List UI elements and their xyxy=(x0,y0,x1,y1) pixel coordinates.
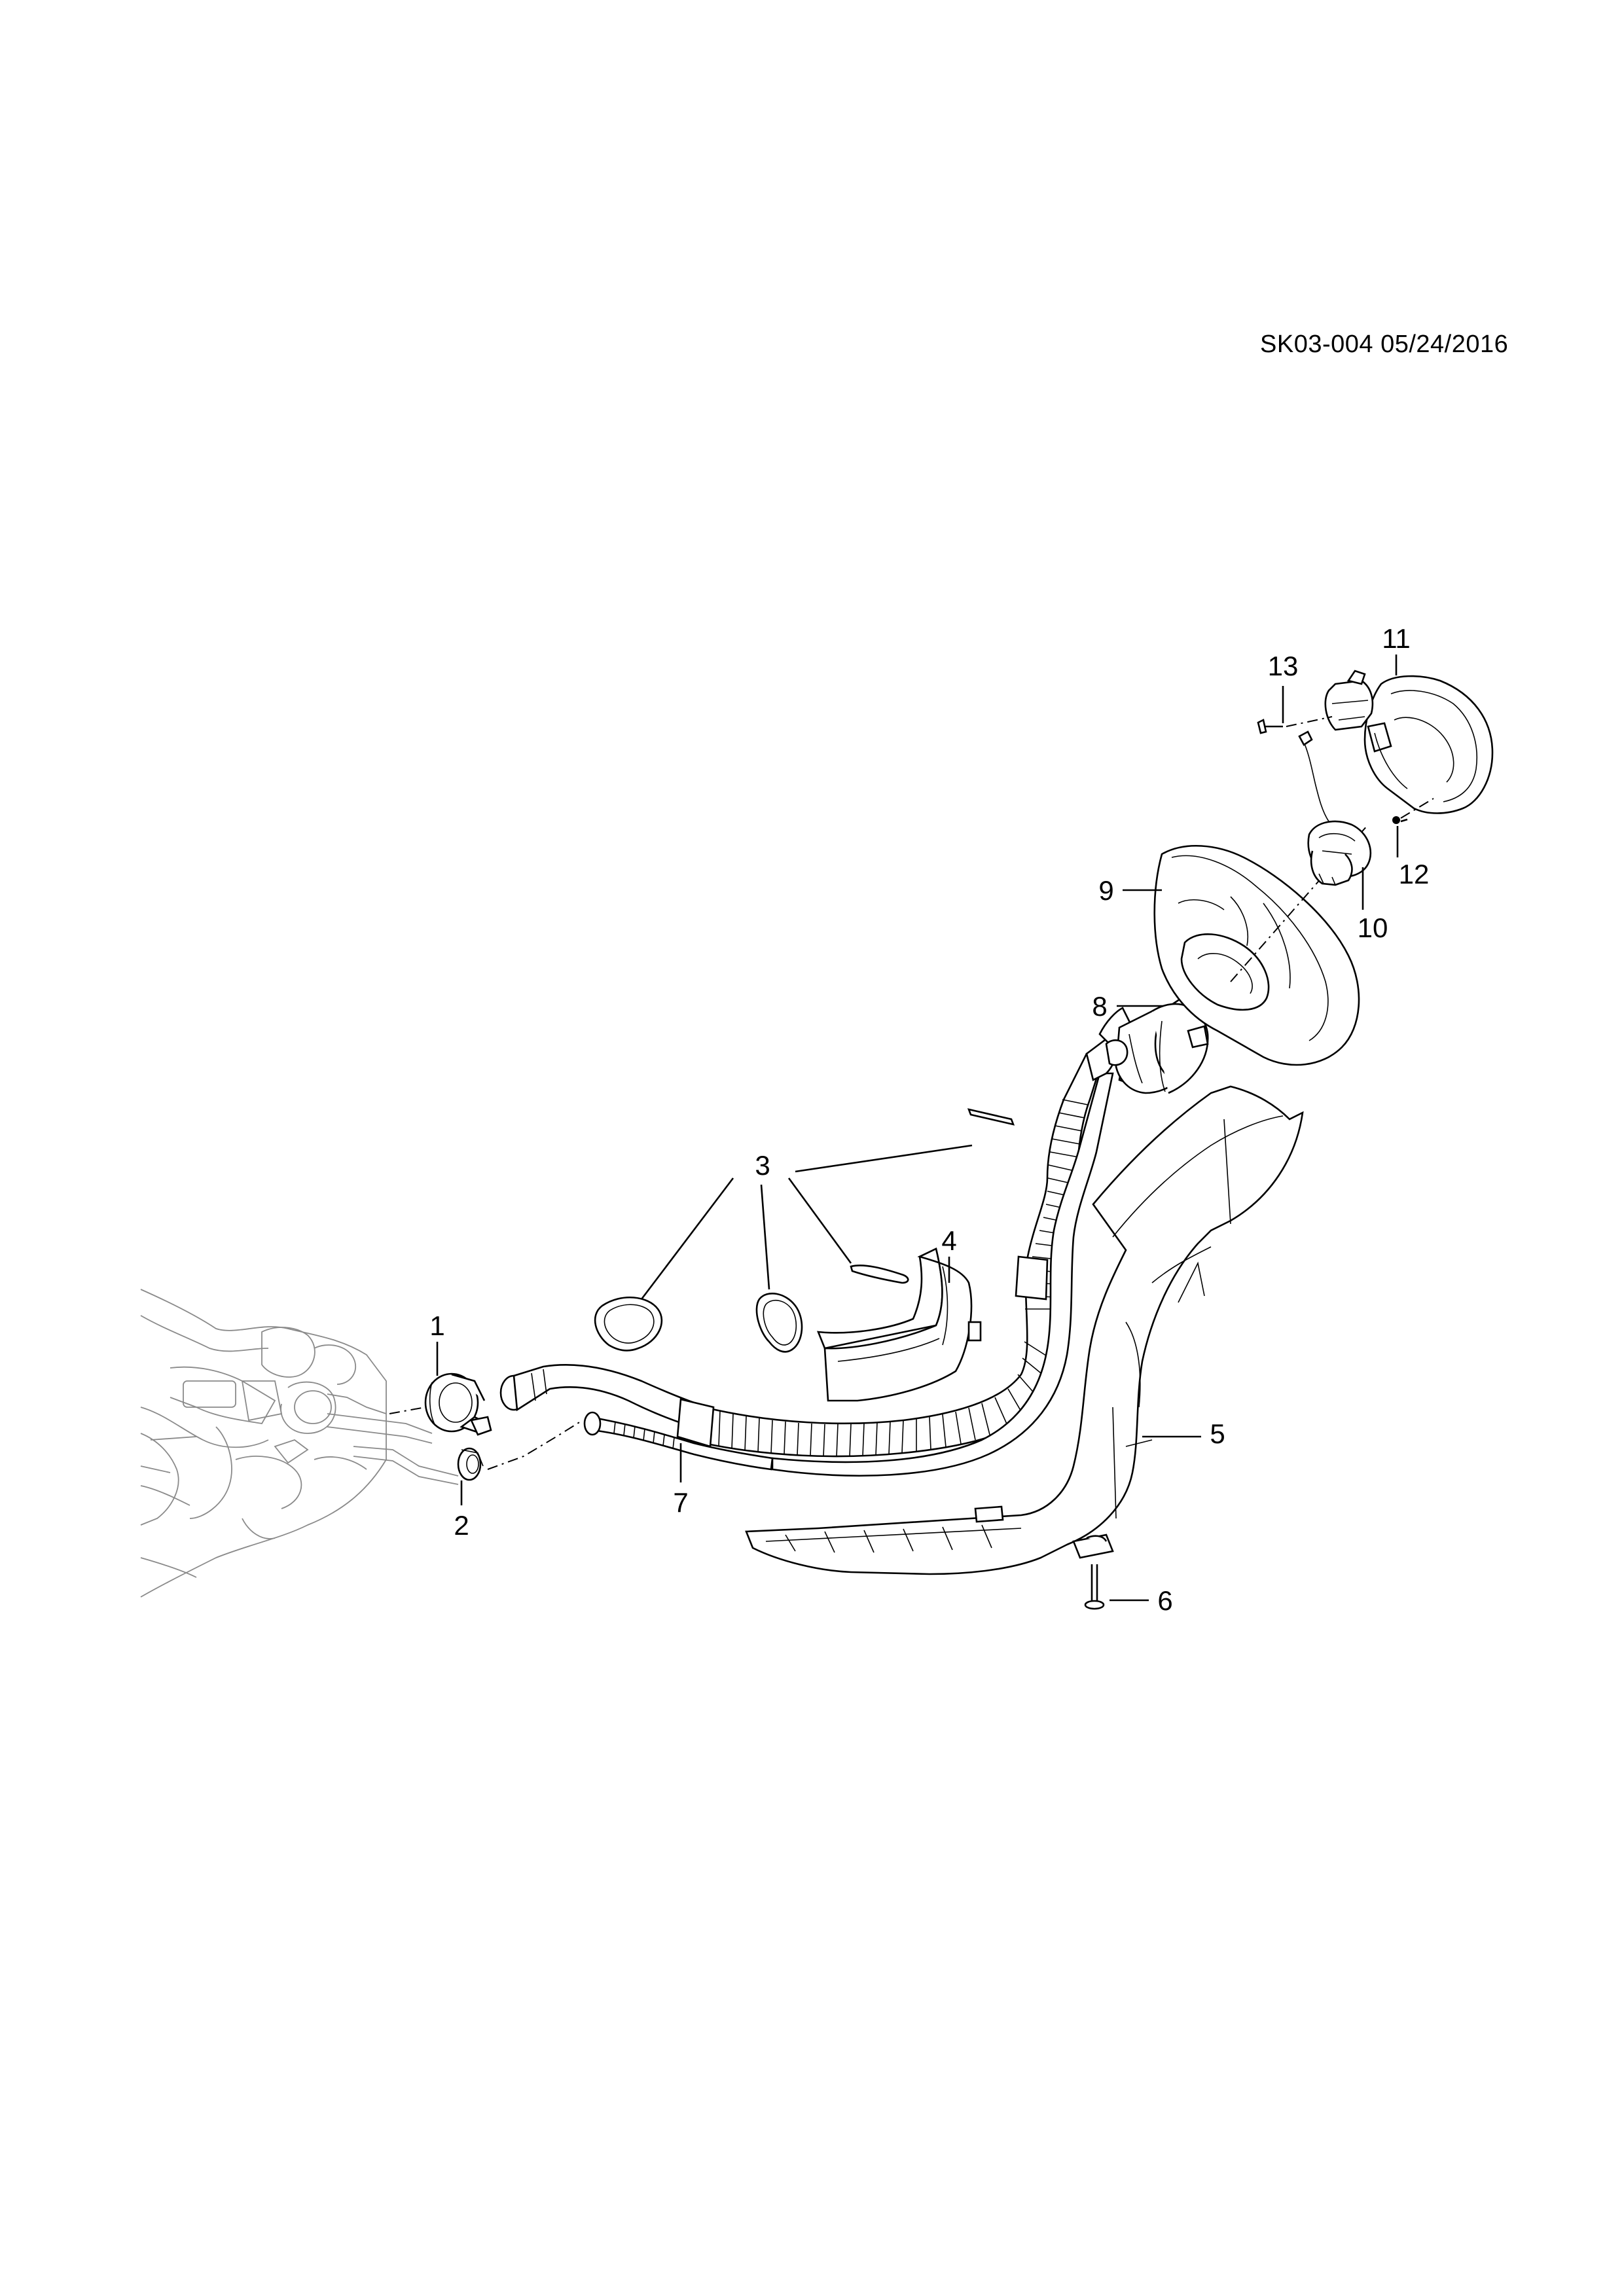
fuel-tank-drawing xyxy=(140,1289,459,1598)
callout-10: 10 xyxy=(1358,912,1388,943)
callout-4: 4 xyxy=(941,1225,956,1256)
callout-1: 1 xyxy=(429,1310,444,1341)
part-3-seal-rings xyxy=(594,1108,1015,1353)
part-2-small-clamp xyxy=(457,1420,583,1481)
callout-8: 8 xyxy=(1092,991,1107,1022)
part-4-heat-shield xyxy=(816,1247,982,1402)
callout-6: 6 xyxy=(1157,1585,1172,1616)
part-12-screw xyxy=(1392,798,1434,857)
callout-12: 12 xyxy=(1399,859,1430,889)
callout-11: 11 xyxy=(1382,623,1411,654)
filler-neck xyxy=(1105,984,1225,1094)
callout-7: 7 xyxy=(673,1487,688,1518)
callout-9: 9 xyxy=(1098,875,1113,906)
part-5-splash-shield xyxy=(745,1085,1304,1575)
part-13-rivet xyxy=(1257,686,1333,734)
document-code: SK03-004 05/24/2016 xyxy=(1260,331,1509,358)
callout-2: 2 xyxy=(454,1510,469,1541)
part-1-hose-clamp xyxy=(389,1372,492,1436)
callout-3: 3 xyxy=(755,1150,770,1181)
callout-5: 5 xyxy=(1210,1418,1225,1449)
part-7-filler-hose xyxy=(499,1007,1144,1477)
part-10-filler-cap xyxy=(1307,820,1372,910)
part-6-screw xyxy=(1084,1564,1149,1610)
part-11-fuel-door xyxy=(1298,655,1494,822)
callout-13: 13 xyxy=(1268,651,1299,681)
part-9-filler-housing xyxy=(1123,824,1369,1066)
